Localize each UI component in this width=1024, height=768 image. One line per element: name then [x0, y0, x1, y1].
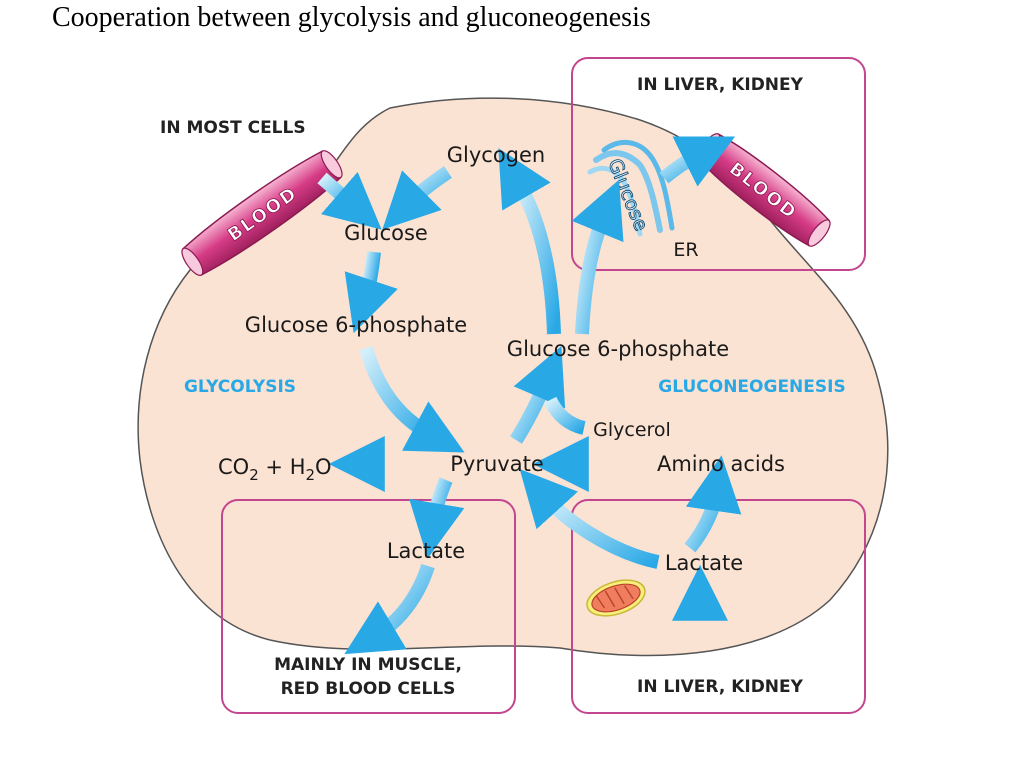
label-er: ER [673, 239, 698, 261]
slide-title: Cooperation between glycolysis and gluco… [52, 2, 651, 33]
arrow-lactate-to-amino-acids [684, 455, 742, 553]
label-lactate-left: Lactate [387, 539, 465, 563]
arrow-g6p-to-er [571, 179, 624, 335]
arrow-glycerol-to-g6p [543, 396, 586, 435]
label-glucose: Glucose [344, 221, 428, 245]
arrow-lactate-to-pyruvate [519, 469, 660, 569]
arrow-er-to-blood [659, 136, 736, 187]
caption-muscle-line2: RED BLOOD CELLS [281, 679, 456, 699]
label-lactate-right: Lactate [665, 551, 743, 575]
arrow-lactate-to-blood [344, 563, 435, 655]
mitochondrion-cristae [595, 585, 634, 609]
mitochondrion-icon [586, 579, 646, 617]
label-pyruvate: Pyruvate [450, 452, 544, 476]
label-co2-h2o: CO2 + H2O [218, 455, 332, 484]
er-membrane [601, 140, 675, 231]
arrow-glycogen-to-glucose [382, 166, 452, 230]
label-glycogen: Glycogen [447, 143, 546, 167]
blood-vessel-end-icon [181, 247, 204, 276]
label-glucose-6-phosphate-left: Glucose 6-phosphate [245, 313, 467, 337]
er-membrane [587, 165, 643, 237]
arrow-g6p-to-pyruvate [359, 346, 465, 453]
caption-liver-kidney-bottom: IN LIVER, KIDNEY [637, 677, 804, 697]
caption-in-most-cells: IN MOST CELLS [160, 118, 306, 138]
label-glycerol: Glycerol [593, 419, 671, 441]
er-membrane [593, 150, 663, 233]
caption-liver-kidney-top: IN LIVER, KIDNEY [637, 75, 804, 95]
muscle-box [221, 499, 516, 714]
arrow-g6p-to-glycogen [498, 148, 561, 335]
arrow-pyruvate-to-lactate [409, 477, 465, 559]
arrow-glucose-to-g6p [344, 251, 398, 334]
label-amino-acids: Amino acids [657, 452, 785, 476]
label-glucose-6-phosphate-right: Glucose 6-phosphate [507, 337, 729, 361]
caption-muscle-line1: MAINLY IN MUSCLE, [274, 655, 462, 675]
arrow-pyruvate-to-g6p [510, 345, 566, 444]
liver-kidney-top-box [571, 57, 866, 271]
blood-vessel-end-icon [807, 219, 831, 247]
arrow-blood-to-glucose [317, 171, 382, 230]
label-glycolysis: GLYCOLYSIS [184, 377, 296, 397]
arrows [317, 136, 742, 668]
label-gluconeogenesis: GLUCONEOGENESIS [658, 377, 845, 397]
